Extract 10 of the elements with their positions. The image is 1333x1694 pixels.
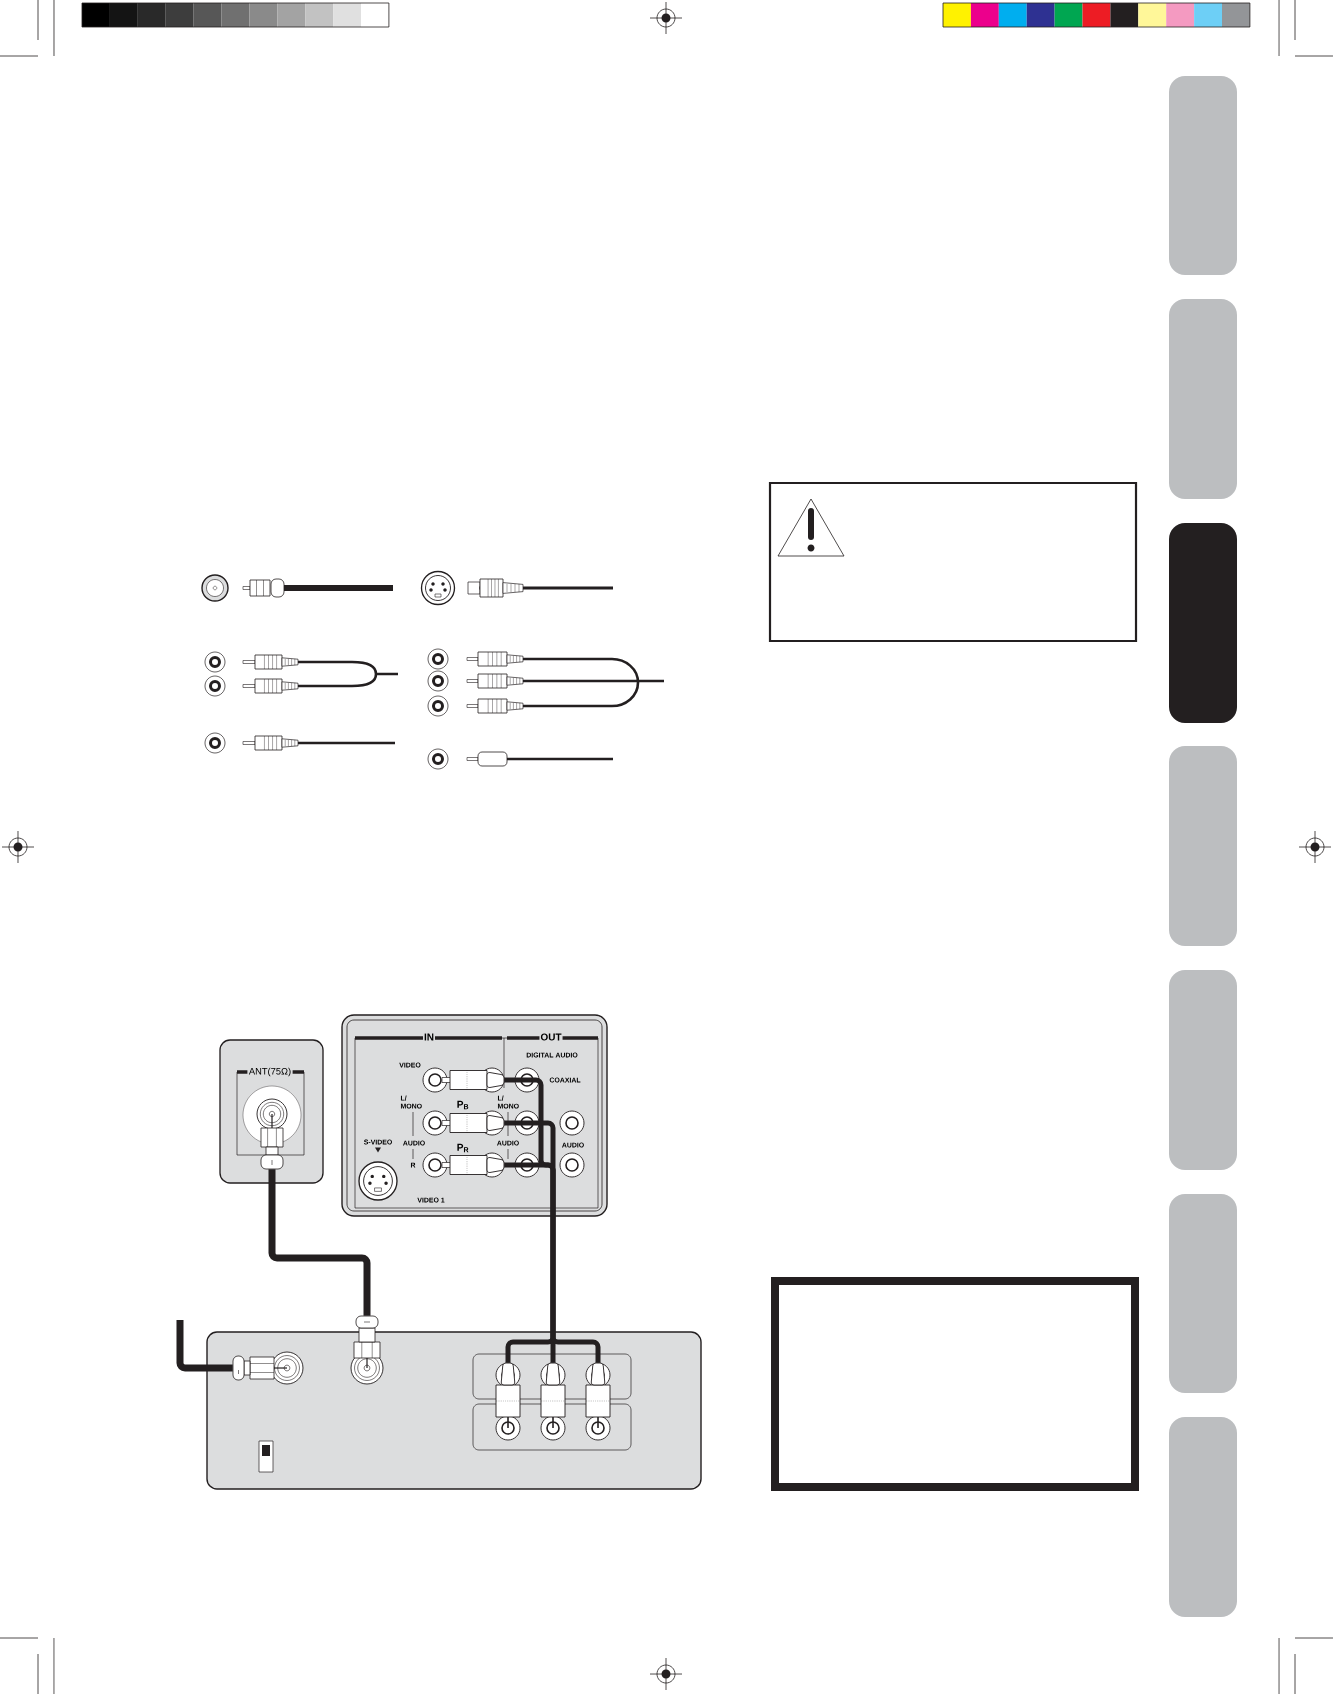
caution-box: [768, 481, 1138, 643]
plugged-coaxial-jack: [350, 1315, 384, 1385]
plugged-rca-jack: [540, 1362, 566, 1441]
plugged-rca-jack: [585, 1362, 611, 1441]
s-video-jack: [420, 570, 456, 606]
plugged-coaxial-jack: [256, 1098, 288, 1170]
cable: [504, 1162, 601, 1363]
note-box: [771, 1277, 1139, 1491]
plugged-rca-jack: [495, 1362, 521, 1441]
plugged-coaxial-jack: [232, 1351, 304, 1385]
